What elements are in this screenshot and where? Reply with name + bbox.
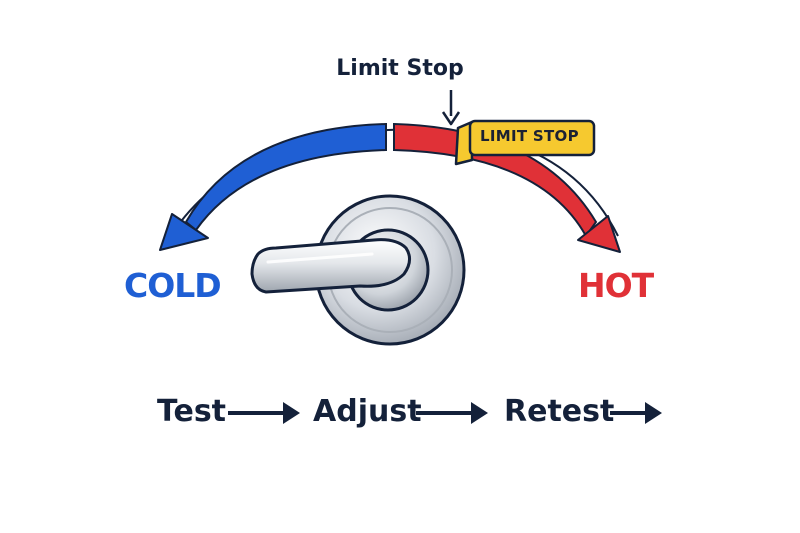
lever-highlight	[266, 252, 374, 264]
right-arrow-icon	[610, 402, 662, 424]
right-arrow-icon	[416, 402, 488, 424]
hot-arrowhead	[577, 215, 621, 253]
step-retest: Retest	[504, 394, 615, 429]
limit-stop-badge-text: LIMIT STOP	[480, 127, 579, 145]
limit-stop-badge-tab	[454, 120, 474, 166]
limit-pointer-head	[441, 111, 461, 126]
right-arrow-icon	[228, 402, 300, 424]
cold-label: COLD	[124, 266, 222, 305]
cold-arrowhead	[159, 213, 209, 251]
hot-label: HOT	[578, 266, 654, 305]
step-adjust: Adjust	[313, 394, 422, 429]
step-test: Test	[157, 394, 227, 429]
faucet-lever-handle-icon	[250, 238, 411, 294]
limit-stop-badge	[468, 119, 596, 157]
limit-stop-label: Limit Stop	[336, 56, 464, 81]
